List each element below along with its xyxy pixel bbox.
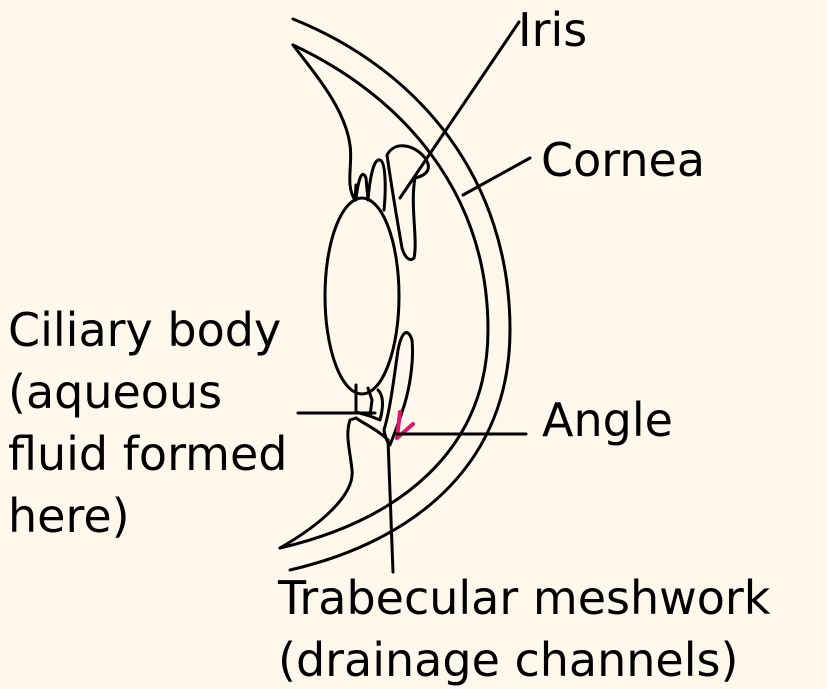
trabecular-label-line-1: Trabecular meshwork: [277, 571, 771, 625]
cornea-outline: [280, 19, 510, 570]
trabecular-label: Trabecular meshwork (drainage channels): [277, 571, 785, 687]
iris-label: Iris: [518, 3, 587, 57]
cornea-label: Cornea: [541, 133, 705, 187]
ciliary-body-label-line-1: Ciliary body: [8, 303, 281, 357]
ciliary-body-label: Ciliary body (aqueous fluid formed here): [8, 303, 302, 543]
trabecular-label-line-2: (drainage channels): [278, 633, 738, 687]
lens-shape: [325, 198, 399, 394]
ciliary-body-label-line-2: (aqueous: [8, 365, 222, 419]
ciliary-body-label-line-4: here): [8, 489, 130, 543]
angle-label: Angle: [542, 393, 673, 447]
ciliary-body-label-line-3: fluid formed: [8, 427, 287, 481]
sclera-wall: [293, 45, 356, 200]
iris-leader-line: [400, 22, 519, 198]
